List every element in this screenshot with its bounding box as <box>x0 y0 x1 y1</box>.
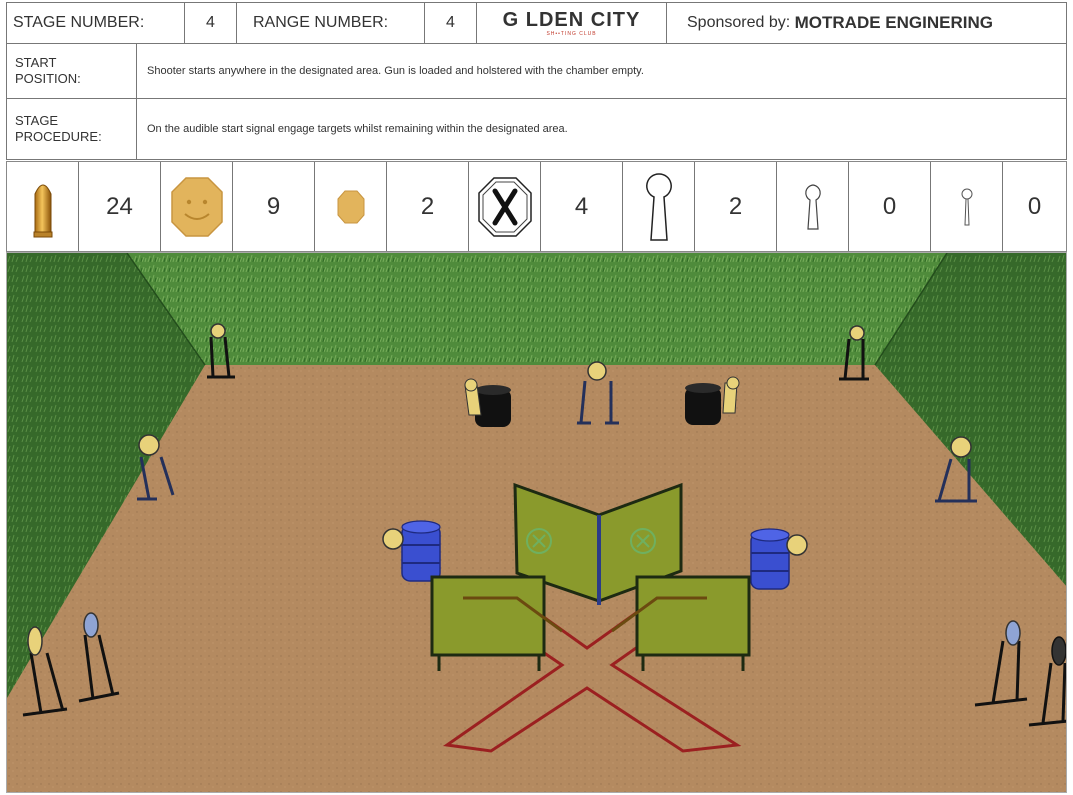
stage-number-label: STAGE NUMBER: <box>7 3 185 43</box>
no-shoot-icon <box>469 162 541 251</box>
small-steel-plate-icon <box>315 162 387 251</box>
golden-city-logo: G LDEN CITY SH••TING CLUB <box>477 3 667 43</box>
medium-popper-count: 0 <box>849 162 931 251</box>
stage-procedure-label-line2: PROCEDURE: <box>15 129 102 144</box>
target-count-row: 24 9 2 4 2 <box>6 161 1067 252</box>
range-number-label: RANGE NUMBER: <box>237 3 425 43</box>
no-shoot-count: 4 <box>541 162 623 251</box>
range-number-value: 4 <box>425 3 477 43</box>
stage-procedure-text: On the audible start signal engage targe… <box>137 99 1066 159</box>
medium-popper-icon <box>777 162 849 251</box>
bullet-icon <box>7 162 79 251</box>
sponsor: Sponsored by: MOTRADE ENGINERING <box>667 3 1066 43</box>
stage-procedure-label-line1: STAGE <box>15 113 58 128</box>
large-popper-icon <box>623 162 695 251</box>
small-popper-count: 0 <box>1003 162 1066 251</box>
sponsor-label: Sponsored by: <box>687 14 790 32</box>
stage-number-value: 4 <box>185 3 237 43</box>
small-steel-plate-count: 2 <box>387 162 469 251</box>
large-popper-count: 2 <box>695 162 777 251</box>
small-popper-icon <box>931 162 1003 251</box>
bullet-count: 24 <box>79 162 161 251</box>
stage-header: STAGE NUMBER: 4 RANGE NUMBER: 4 G LDEN C… <box>6 0 1067 252</box>
barrel-back-right <box>685 383 721 425</box>
large-steel-plate-icon <box>161 162 233 251</box>
start-position-label-line2: POSITION: <box>15 71 81 86</box>
sponsor-name: MOTRADE ENGINERING <box>795 13 993 33</box>
stage-info-row: STAGE NUMBER: 4 RANGE NUMBER: 4 G LDEN C… <box>6 2 1067 44</box>
start-position-label-line1: START <box>15 55 56 70</box>
logo-subtext: SH••TING CLUB <box>546 31 596 37</box>
stage-layout-diagram <box>6 252 1067 793</box>
barrel-back-left <box>475 385 511 427</box>
logo-text: G LDEN CITY <box>503 10 641 30</box>
start-position-text: Shooter starts anywhere in the designate… <box>137 44 1066 98</box>
large-steel-plate-count: 9 <box>233 162 315 251</box>
